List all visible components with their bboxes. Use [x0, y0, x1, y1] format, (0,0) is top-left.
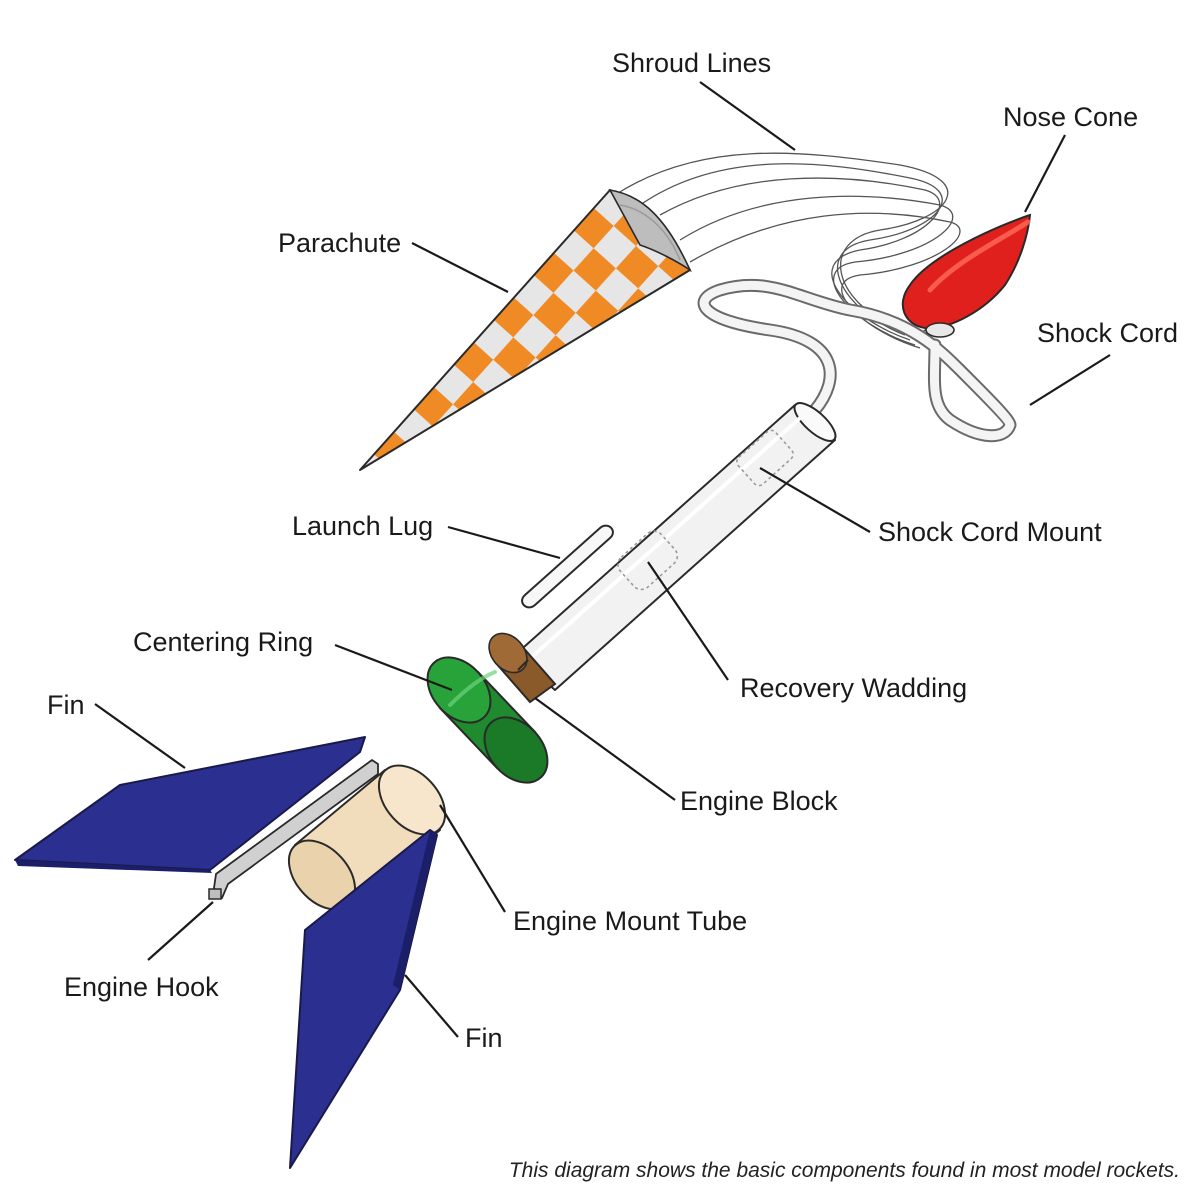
- label-fin-bottom: Fin: [465, 1023, 503, 1053]
- centering-ring: [426, 656, 549, 784]
- label-shock-cord: Shock Cord: [1037, 318, 1178, 348]
- leader-launch-lug: [447, 525, 561, 560]
- engine-mount-tube: [287, 764, 447, 911]
- label-centering-ring: Centering Ring: [133, 627, 313, 657]
- label-fin-left: Fin: [47, 690, 85, 720]
- parachute-checker-square: [457, 466, 500, 470]
- parachute-checker-square: [444, 212, 487, 255]
- label-engine-mount-tube: Engine Mount Tube: [513, 906, 747, 936]
- leader-fin-left: [94, 703, 186, 769]
- nose-cone-eyelet: [925, 322, 955, 338]
- parachute-checker-square: [360, 388, 369, 432]
- label-recovery-wadding: Recovery Wadding: [740, 673, 967, 703]
- caption: This diagram shows the basic components …: [509, 1159, 1180, 1182]
- parachute-checker-square: [373, 471, 415, 513]
- leader-centering-ring: [334, 643, 453, 692]
- leader-shock-cord-mount: [759, 467, 871, 533]
- label-parachute: Parachute: [278, 228, 401, 258]
- parachute-checker-square: [620, 330, 663, 374]
- parachute-checker-square: [660, 286, 690, 329]
- leader-engine-block: [534, 697, 676, 801]
- parachute: [284, 121, 743, 551]
- leader-engine-mount-tube: [439, 804, 506, 913]
- parachute-checker-square: [577, 332, 621, 376]
- parachute-checker-square: [497, 422, 541, 465]
- launch-lug: [521, 524, 614, 609]
- parachute-checker-square: [580, 375, 623, 418]
- fin-left: [14, 736, 366, 873]
- parachute-checker-square: [533, 292, 576, 336]
- parachute-checker-square: [701, 242, 743, 284]
- parachute-checker-square: [404, 257, 447, 300]
- parachute-checker-square: [360, 346, 367, 389]
- label-launch-lug: Launch Lug: [292, 511, 433, 541]
- parachute-checker-square: [526, 190, 570, 209]
- body-tube: [514, 402, 837, 691]
- shock-cord: [697, 278, 1017, 443]
- label-engine-hook: Engine Hook: [64, 972, 219, 1002]
- leader-parachute: [411, 242, 509, 293]
- leader-fin-bottom: [404, 974, 459, 1038]
- parachute-checker-square: [615, 246, 659, 289]
- leader-shock-cord: [1029, 354, 1111, 406]
- parachute-checker-square: [567, 121, 609, 163]
- label-shock-cord-mount: Shock Cord Mount: [878, 517, 1102, 547]
- label-engine-block: Engine Block: [680, 786, 838, 816]
- nose-cone: [901, 213, 1032, 338]
- leader-lines: [94, 81, 1111, 1038]
- labels: Shroud Lines Nose Cone Parachute Shock C…: [47, 48, 1180, 1182]
- engine-block: [488, 632, 557, 704]
- parachute-checker-square: [525, 123, 567, 165]
- parachute-checker-square: [366, 344, 409, 387]
- shock-cord-mount: [736, 429, 794, 487]
- parachute-checker-square: [486, 210, 529, 253]
- parachute-folds: [608, 188, 692, 273]
- leader-nose-cone: [1024, 134, 1066, 213]
- parachute-checker-square: [455, 424, 498, 467]
- label-shroud-lines: Shroud Lines: [612, 48, 771, 78]
- leader-engine-hook: [147, 901, 214, 961]
- fin-bottom: [289, 829, 438, 1169]
- label-nose-cone: Nose Cone: [1003, 102, 1138, 132]
- parachute-checker-square: [460, 509, 502, 551]
- parachute-checker-square: [573, 248, 616, 291]
- parachute-checker-square: [363, 301, 407, 345]
- recovery-wadding: [617, 530, 679, 591]
- leader-recovery-wadding: [647, 561, 729, 681]
- leader-shroud-lines: [699, 81, 796, 151]
- parachute-checker-square: [537, 377, 581, 420]
- parachute-checker-square: [540, 419, 583, 463]
- engine-hook: [208, 759, 379, 900]
- parachute-checker-square: [415, 468, 458, 470]
- parachute-checker-square: [406, 299, 449, 342]
- parachute-checker-square: [499, 464, 543, 470]
- parachute-checker-square: [495, 379, 538, 423]
- parachute-checker-square: [484, 190, 527, 211]
- parachute-checker-square: [446, 254, 489, 298]
- parachute-checker-square: [284, 391, 326, 433]
